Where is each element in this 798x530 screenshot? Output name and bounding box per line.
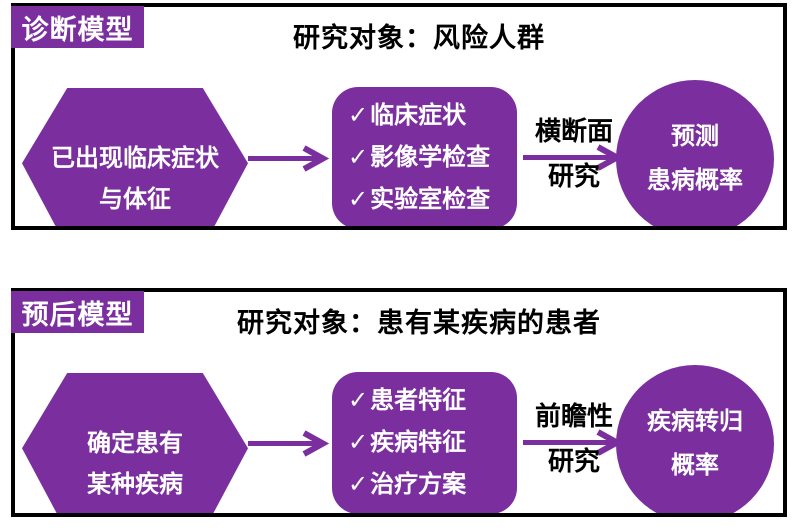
- outcome-circle: 预测 患病概率: [616, 80, 774, 226]
- arrow-head: [302, 145, 330, 172]
- checklist-item: ✓ 影像学检查: [348, 145, 511, 171]
- checklist-item: ✓ 实验室检查: [348, 187, 511, 213]
- outcome-text-line: 预测: [671, 123, 719, 150]
- population-hexagon: 已出现临床症状 与体征: [22, 88, 248, 226]
- predictor-box: ✓ 患者特征 ✓ 疾病特征 ✓ 治疗方案: [332, 372, 517, 513]
- outcome-text-line: 疾病转归: [647, 408, 743, 435]
- study-type-label: 研究: [547, 446, 600, 476]
- flow-arrow-icon: [248, 145, 330, 172]
- predictor-box: ✓ 临床症状 ✓ 影像学检查 ✓ 实验室检查: [332, 87, 517, 226]
- hexagon-text-line: 确定患有: [87, 430, 183, 457]
- checkmark-icon: ✓: [348, 471, 369, 498]
- hexagon-text-line: 与体征: [99, 186, 171, 213]
- checklist-label: 疾病特征: [370, 429, 467, 456]
- checklist-item: ✓ 疾病特征: [348, 430, 511, 456]
- checklist-label: 治疗方案: [370, 471, 467, 498]
- outcome-text-line: 患病概率: [647, 167, 743, 194]
- hexagon-text-line: 已出现临床症状: [51, 145, 219, 172]
- checkmark-icon: ✓: [348, 429, 369, 456]
- checklist-item: ✓ 患者特征: [348, 388, 511, 414]
- prognostic-model-panel: 研究对象：患有某疾病的患者 确定患有 某种疾病 ✓ 患者特征 ✓ 疾病特征 ✓ …: [11, 288, 787, 517]
- checklist-label: 影像学检查: [370, 144, 491, 171]
- hexagon-text-line: 某种疾病: [87, 471, 183, 498]
- checklist-label: 患者特征: [370, 387, 467, 414]
- outcome-text-line: 概率: [671, 452, 719, 479]
- diagnostic-model-panel: 研究对象：风险人群 已出现临床症状 与体征 ✓ 临床症状 ✓ 影像学检查 ✓ 实…: [11, 3, 787, 230]
- study-type-label: 横断面: [534, 116, 613, 146]
- checkmark-icon: ✓: [348, 102, 369, 129]
- checklist-item: ✓ 临床症状: [348, 103, 511, 129]
- model-type-badge: 诊断模型: [11, 6, 144, 48]
- arrow-head: [302, 430, 330, 457]
- checklist-item: ✓ 治疗方案: [348, 472, 511, 498]
- study-type-label: 研究: [547, 161, 600, 191]
- outcome-circle: 疾病转归 概率: [616, 365, 774, 513]
- checklist-label: 临床症状: [370, 102, 467, 129]
- flow-arrow-icon: [248, 430, 330, 457]
- checkmark-icon: ✓: [348, 144, 369, 171]
- checklist-label: 实验室检查: [370, 186, 491, 213]
- model-type-badge: 预后模型: [11, 291, 144, 333]
- checkmark-icon: ✓: [348, 387, 369, 414]
- checkmark-icon: ✓: [348, 186, 369, 213]
- panel-title: 研究对象：患有某疾病的患者: [237, 308, 601, 338]
- population-hexagon: 确定患有 某种疾病: [22, 373, 248, 513]
- study-type-label: 前瞻性: [534, 401, 613, 431]
- panel-title: 研究对象：风险人群: [293, 23, 545, 53]
